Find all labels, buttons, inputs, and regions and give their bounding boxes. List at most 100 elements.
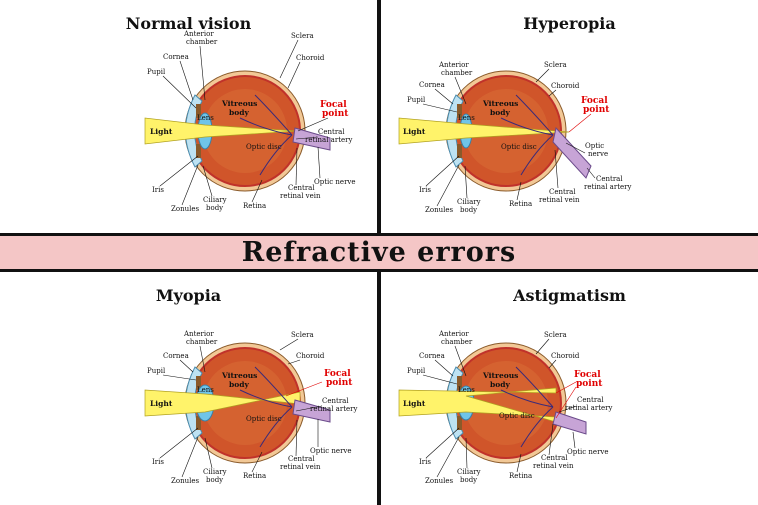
anterior-label-2: chamber xyxy=(186,38,218,46)
central-vein-label-1: Central xyxy=(288,184,315,192)
vitreous-label-1: Vitreous xyxy=(482,99,518,108)
focal-label-2: point xyxy=(326,378,353,388)
central-artery-label-1: Central xyxy=(322,397,349,405)
vitreous-inner xyxy=(464,361,548,445)
cornea-label: Cornea xyxy=(419,81,445,89)
light-label: Light xyxy=(403,127,426,136)
vitreous-label-2: body xyxy=(229,380,249,389)
optic-disc-label: Optic disc xyxy=(246,143,282,151)
eye-diagram: Light Lens Vitreous body Optic disc Ante… xyxy=(398,61,632,214)
divider-vertical-top xyxy=(377,0,381,233)
iris-lower xyxy=(196,416,201,430)
panel-myopia: Myopia Light Lens Vitreous body Optic di… xyxy=(0,272,377,505)
anterior-label-2: chamber xyxy=(186,338,218,346)
eye-diagram: Light Lens Vitreous body Optic disc Ante… xyxy=(144,30,356,213)
iris-lower xyxy=(457,416,462,430)
panel-title: Myopia xyxy=(155,286,222,305)
ciliary-label-1: Ciliary xyxy=(457,468,481,476)
pointer-lines xyxy=(422,338,578,478)
ciliary-label-1: Ciliary xyxy=(457,198,481,206)
sclera-label: Sclera xyxy=(291,32,314,40)
iris-label: Iris xyxy=(152,458,164,466)
cornea-label: Cornea xyxy=(163,352,189,360)
retinal-vessels xyxy=(239,366,293,448)
divider-vertical-bottom xyxy=(377,272,381,505)
iris-upper xyxy=(457,104,462,118)
iris-upper xyxy=(457,376,462,390)
vitreous-label-2: body xyxy=(229,108,249,117)
central-vein-label-2: retinal vein xyxy=(280,463,321,471)
zonules-label: Zonules xyxy=(171,205,199,213)
central-artery-label-2: retinal artery xyxy=(310,405,358,413)
lens-label: Lens xyxy=(458,386,475,394)
central-vein-label-1: Central xyxy=(288,455,315,463)
panel-hyperopia: Hyperopia Light Lens Vitreous body Optic… xyxy=(381,0,758,233)
optic-label-1: Optic xyxy=(585,142,604,150)
focal-label-2: point xyxy=(576,379,603,389)
banner-title: Refractive errors xyxy=(241,237,517,268)
anterior-label-1: Anterior xyxy=(438,61,469,69)
anterior-label-2: chamber xyxy=(441,69,473,77)
iris-label: Iris xyxy=(419,186,431,194)
light-label: Light xyxy=(150,127,173,136)
iris-lower xyxy=(196,144,201,158)
focal-label-1: Focal xyxy=(324,369,351,379)
central-vein-label-1: Central xyxy=(541,454,568,462)
iris-label: Iris xyxy=(152,186,164,194)
focal-label-1: Focal xyxy=(581,96,608,106)
optic-nerve-shape xyxy=(292,127,331,151)
zonules-label: Zonules xyxy=(425,206,453,214)
focal-label-1: Focal xyxy=(574,370,601,380)
light-label: Light xyxy=(150,399,173,408)
sclera-label: Sclera xyxy=(291,331,314,339)
ciliary-label-1: Ciliary xyxy=(203,468,227,476)
optic-nerve-label: Optic nerve xyxy=(567,448,609,456)
cornea-label: Cornea xyxy=(419,352,445,360)
iris-lower xyxy=(457,144,462,158)
panel-title: Astigmatism xyxy=(513,286,626,305)
choroid-label: Choroid xyxy=(296,54,325,62)
choroid-label: Choroid xyxy=(551,82,580,90)
light-beam xyxy=(144,389,301,417)
vitreous-label-1: Vitreous xyxy=(221,371,257,380)
retinal-vessels xyxy=(500,94,554,176)
panel-astigmatism: Astigmatism Light Lens Vitreous body Opt… xyxy=(381,272,758,505)
anterior-label-2: chamber xyxy=(441,338,473,346)
focal-label-2: point xyxy=(583,105,610,115)
title-banner: Refractive errors xyxy=(0,233,758,272)
central-vein-label-2: retinal vein xyxy=(280,192,321,200)
lens-label: Lens xyxy=(197,114,214,122)
iris-label: Iris xyxy=(419,458,431,466)
ciliary-label-2: body xyxy=(460,476,477,484)
light-beam xyxy=(144,117,298,145)
optic-disc-label: Optic disc xyxy=(246,415,282,423)
pupil-label: Pupil xyxy=(147,367,166,375)
pupil-label: Pupil xyxy=(407,367,426,375)
vitreous-label-2: body xyxy=(490,380,510,389)
ciliary-label-1: Ciliary xyxy=(203,196,227,204)
central-vein-label-1: Central xyxy=(549,188,576,196)
optic-label-2: nerve xyxy=(588,150,608,158)
central-artery-label-2: retinal artery xyxy=(584,183,632,191)
central-vein-label-2: retinal vein xyxy=(539,196,580,204)
vitreous-label-1: Vitreous xyxy=(221,99,257,108)
optic-nerve-shape xyxy=(552,411,587,435)
retinal-vessels xyxy=(239,94,293,176)
lens-label: Lens xyxy=(197,386,214,394)
anterior-label-1: Anterior xyxy=(183,330,214,338)
optic-nerve-label: Optic nerve xyxy=(310,447,352,455)
pointer-lines xyxy=(159,39,329,206)
iris-upper xyxy=(196,104,201,118)
eye-diagram: Light Lens Vitreous body Optic disc Ante… xyxy=(144,330,358,485)
vitreous-label-1: Vitreous xyxy=(482,371,518,380)
pupil-label: Pupil xyxy=(407,96,426,104)
retinal-vessels xyxy=(500,366,554,448)
choroid-label: Choroid xyxy=(551,352,580,360)
ciliary-label-2: body xyxy=(460,206,477,214)
ciliary-label-2: body xyxy=(206,204,223,212)
pointer-lines xyxy=(159,338,323,478)
focal-label-1: Focal xyxy=(320,100,347,110)
iris-upper xyxy=(196,376,201,390)
central-artery-label-2: retinal artery xyxy=(305,136,353,144)
